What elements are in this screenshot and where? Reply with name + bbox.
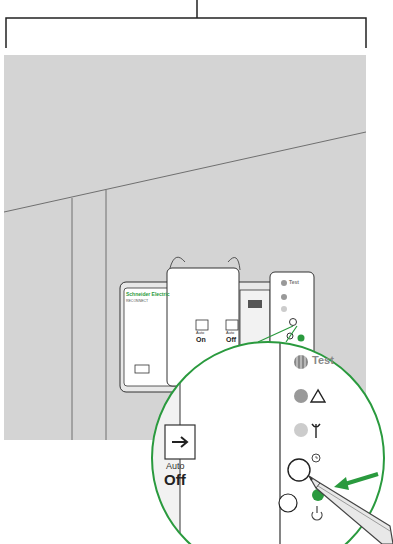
product-name: RECONNECT xyxy=(126,300,148,304)
mode-label: Auto xyxy=(196,331,204,335)
zoom-leader xyxy=(258,326,297,342)
mode-label: Auto xyxy=(226,331,234,335)
mode-label: Auto xyxy=(166,462,185,471)
push-arrow xyxy=(345,474,378,484)
bracket xyxy=(6,0,366,48)
arrow-head xyxy=(334,477,349,490)
mode-label: Off xyxy=(226,336,236,343)
pencil xyxy=(309,476,393,544)
mode-label: Off xyxy=(164,472,186,487)
test-label: Test xyxy=(289,280,299,285)
mode-label: On xyxy=(196,336,206,343)
brand-name: Schneider Electric xyxy=(126,292,170,297)
test-label: Test xyxy=(312,355,334,366)
